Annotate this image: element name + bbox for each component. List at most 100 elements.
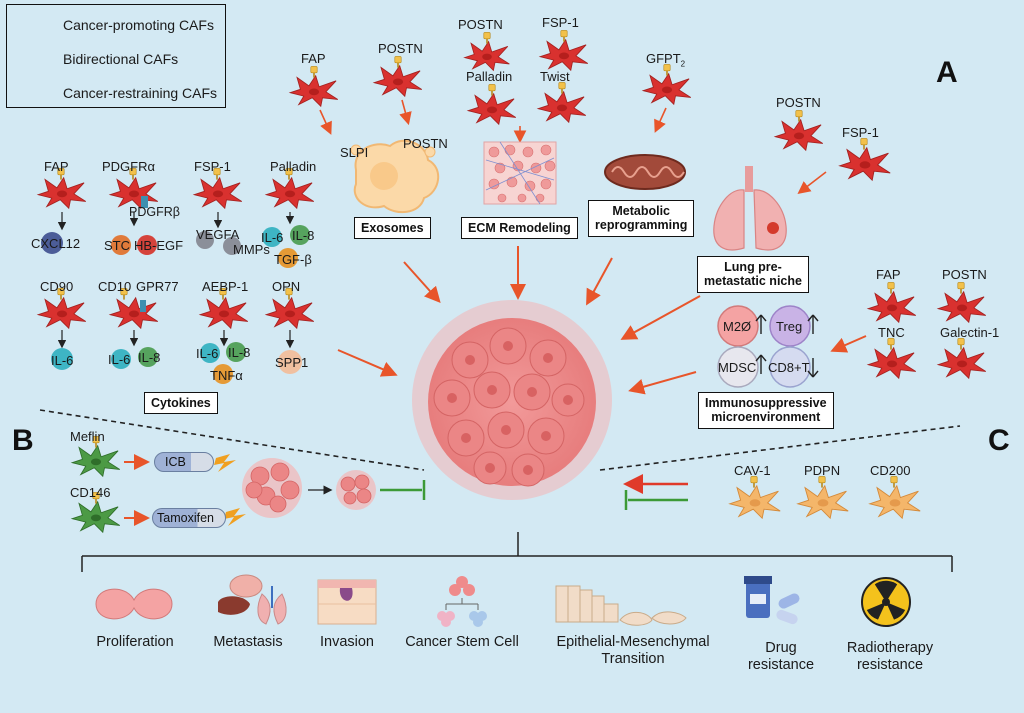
panel-b-label: B [12,424,34,457]
marker-label: POSTN [776,95,821,110]
outcome-label: Radiotherapy resistance [846,640,934,673]
cyt-output: IL-6 [51,353,74,368]
legend-label: Bidirectional CAFs [63,51,179,67]
cyt-output: IL-6 [196,346,219,361]
lung-graphic [713,166,787,251]
metabolic-box: Metabolic reprogramming [588,200,695,237]
ecm-graphic [483,141,557,205]
caf-imm-fap [867,282,917,323]
immune-marker: POSTN [942,267,987,282]
invasion-icon [317,579,377,625]
cyt-output: IL-6 [261,230,284,245]
marker-label: POSTN [378,41,423,56]
caf-lung-fsp1 [839,138,891,181]
immune-cell-label: Treg [776,319,803,334]
cyt-output: SPP1 [275,355,309,370]
legend-item: Bidirectional CAFs [55,46,178,72]
proliferation-icon [95,588,173,620]
legend-item: Cancer-restraining CAFs [55,80,217,106]
immune-cell-label: M2Ø [723,319,752,334]
radiotherapy-icon [861,577,911,627]
outcome-label: Invasion [319,634,374,650]
caf-cyt-cd90 [37,288,87,329]
caf-imm-galectin [937,338,987,379]
marker-label: Palladin [466,69,513,84]
icb-drug-pill: ICB [154,452,214,472]
cyt-marker: OPN [272,279,301,294]
cyt-output: MMPs [233,242,270,257]
legend-item: Cancer-promoting CAFs [55,12,214,38]
cyt-marker: FAP [44,159,69,174]
panel-c-marker: CAV-1 [734,463,771,478]
marker-label: FSP-1 [842,125,879,140]
caf-imm-postn [937,282,987,323]
panel-c-label: C [988,424,1010,457]
marker-label: Twist [540,69,570,84]
cytokine-balls [41,225,310,384]
cyt-marker: AEBP-1 [202,279,249,294]
outcome-label: Cancer Stem Cell [405,634,519,650]
drug-resistance-icon [744,576,800,625]
cyt-marker: FSP-1 [194,159,231,174]
exosome-graphic [350,139,439,214]
caf-cyt-opn [265,288,315,329]
caf-c-pdpn [797,476,849,519]
emt-icon [555,585,687,626]
cyt-output: TGF-β [274,252,312,267]
outcome-label: Epithelial-Mesenchymal Transition [556,634,710,667]
cyt-marker: Palladin [270,159,317,174]
caf-imm-tnc [867,338,917,379]
caf-ecm-twist [537,82,587,123]
slpi-label: SLPI [340,145,369,160]
cyt-output: IL-8 [138,350,161,365]
cyt-marker: PDGFRα [102,159,156,174]
metastasis-icon [218,574,287,625]
tumor-b-large [242,458,302,518]
ecm-remodeling-box: ECM Remodeling [461,217,578,240]
cyt-output: TNFα [210,368,243,383]
immune-marker: FAP [876,267,901,282]
marker-label: GFPT2 [646,52,685,69]
caf-ecm-palladin [467,84,517,125]
cyt-marker2: GPR77 [136,279,179,294]
marker-subscript: 2 [680,59,686,69]
caf-met-gfpt [642,64,692,105]
marker-text: GFPT [646,51,681,66]
immune-cell-label: CD8+T [768,360,810,375]
legend: Cancer-promoting CAFs Bidirectional CAFs… [6,4,226,108]
cyt-output: CXCL12 [31,236,81,251]
cancer-stem-cell-icon [437,576,487,627]
caf-lung-postn [774,110,824,151]
cyt-marker: CD90 [40,279,74,294]
lightning-icons [214,454,246,526]
immunosuppressive-box: Immunosuppressive microenvironment [698,392,834,429]
panel-c-marker: CD200 [870,463,911,478]
cd146-label: CD146 [70,485,111,500]
marker-label: POSTN [458,17,503,32]
cyt-output: IL-6 [108,352,131,367]
caf-cyt-palladin [265,168,315,209]
exosomes-box: Exosomes [354,217,431,240]
meflin-label: Meflin [70,429,105,444]
immune-cell-label: MDSC [718,360,757,375]
lung-niche-box: Lung pre- metastatic niche [697,256,809,293]
immune-marker: TNC [878,325,905,340]
cyt-output: VEGFA [196,227,240,242]
caf-cyt-aebp1 [199,288,249,329]
panel-c-marker: PDPN [804,463,841,478]
cyt-output: HB-EGF [134,238,184,253]
tumor-graphic [412,300,612,500]
immune-marker: Galectin-1 [940,325,1000,340]
cyt-output: IL-8 [292,228,315,243]
cyt-marker2: PDGFRβ [129,205,180,219]
marker-label: FSP-1 [542,15,579,30]
legend-label: Cancer-promoting CAFs [63,17,214,33]
panel-a-label: A [936,56,958,89]
legend-label: Cancer-restraining CAFs [63,85,218,101]
caf-ecm-fsp1 [539,30,589,71]
caf-exo-postn [373,56,423,97]
caf-c-cd200 [869,476,921,519]
cytokines-box: Cytokines [144,392,218,415]
